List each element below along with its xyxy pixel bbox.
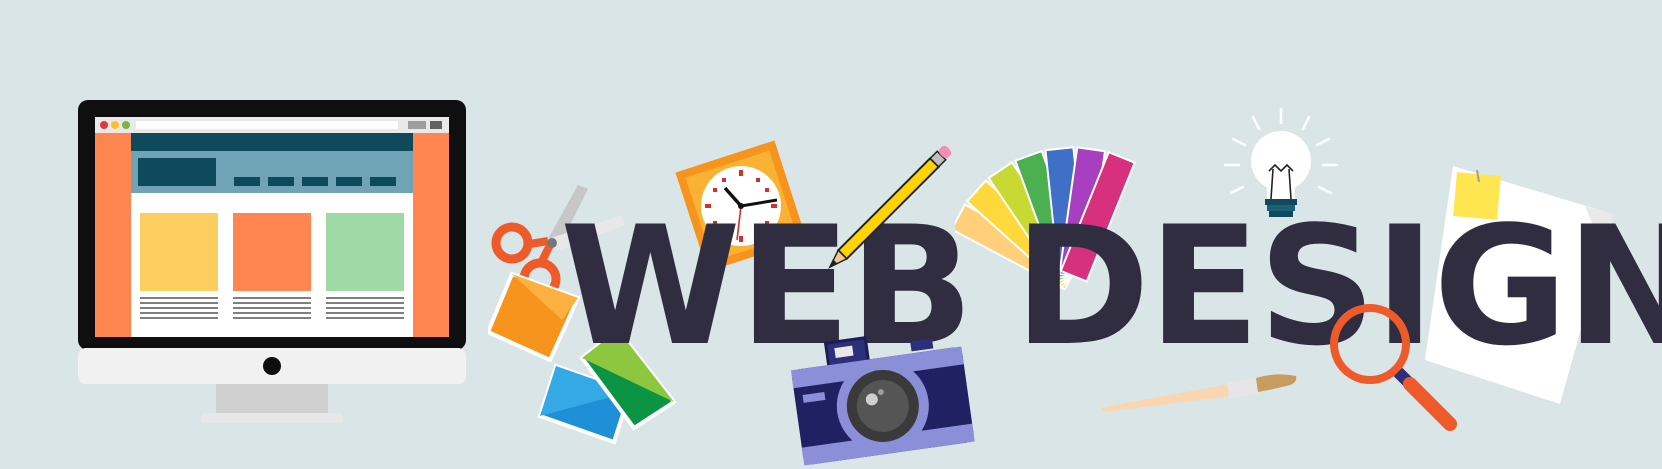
monitor-illustration xyxy=(78,100,466,423)
sticky-note-icon xyxy=(1425,166,1613,404)
paintbrush-icon xyxy=(1100,374,1297,412)
clock-icon xyxy=(675,140,807,270)
camera-icon xyxy=(790,336,975,466)
pencil-icon xyxy=(828,145,952,269)
photo-stack-icon xyxy=(488,271,677,445)
magnifier-icon xyxy=(1330,304,1457,431)
color-swatch-fan-icon xyxy=(955,146,1136,290)
headline-word-web: WEB xyxy=(560,191,974,382)
light-bulb-icon xyxy=(1223,107,1339,217)
